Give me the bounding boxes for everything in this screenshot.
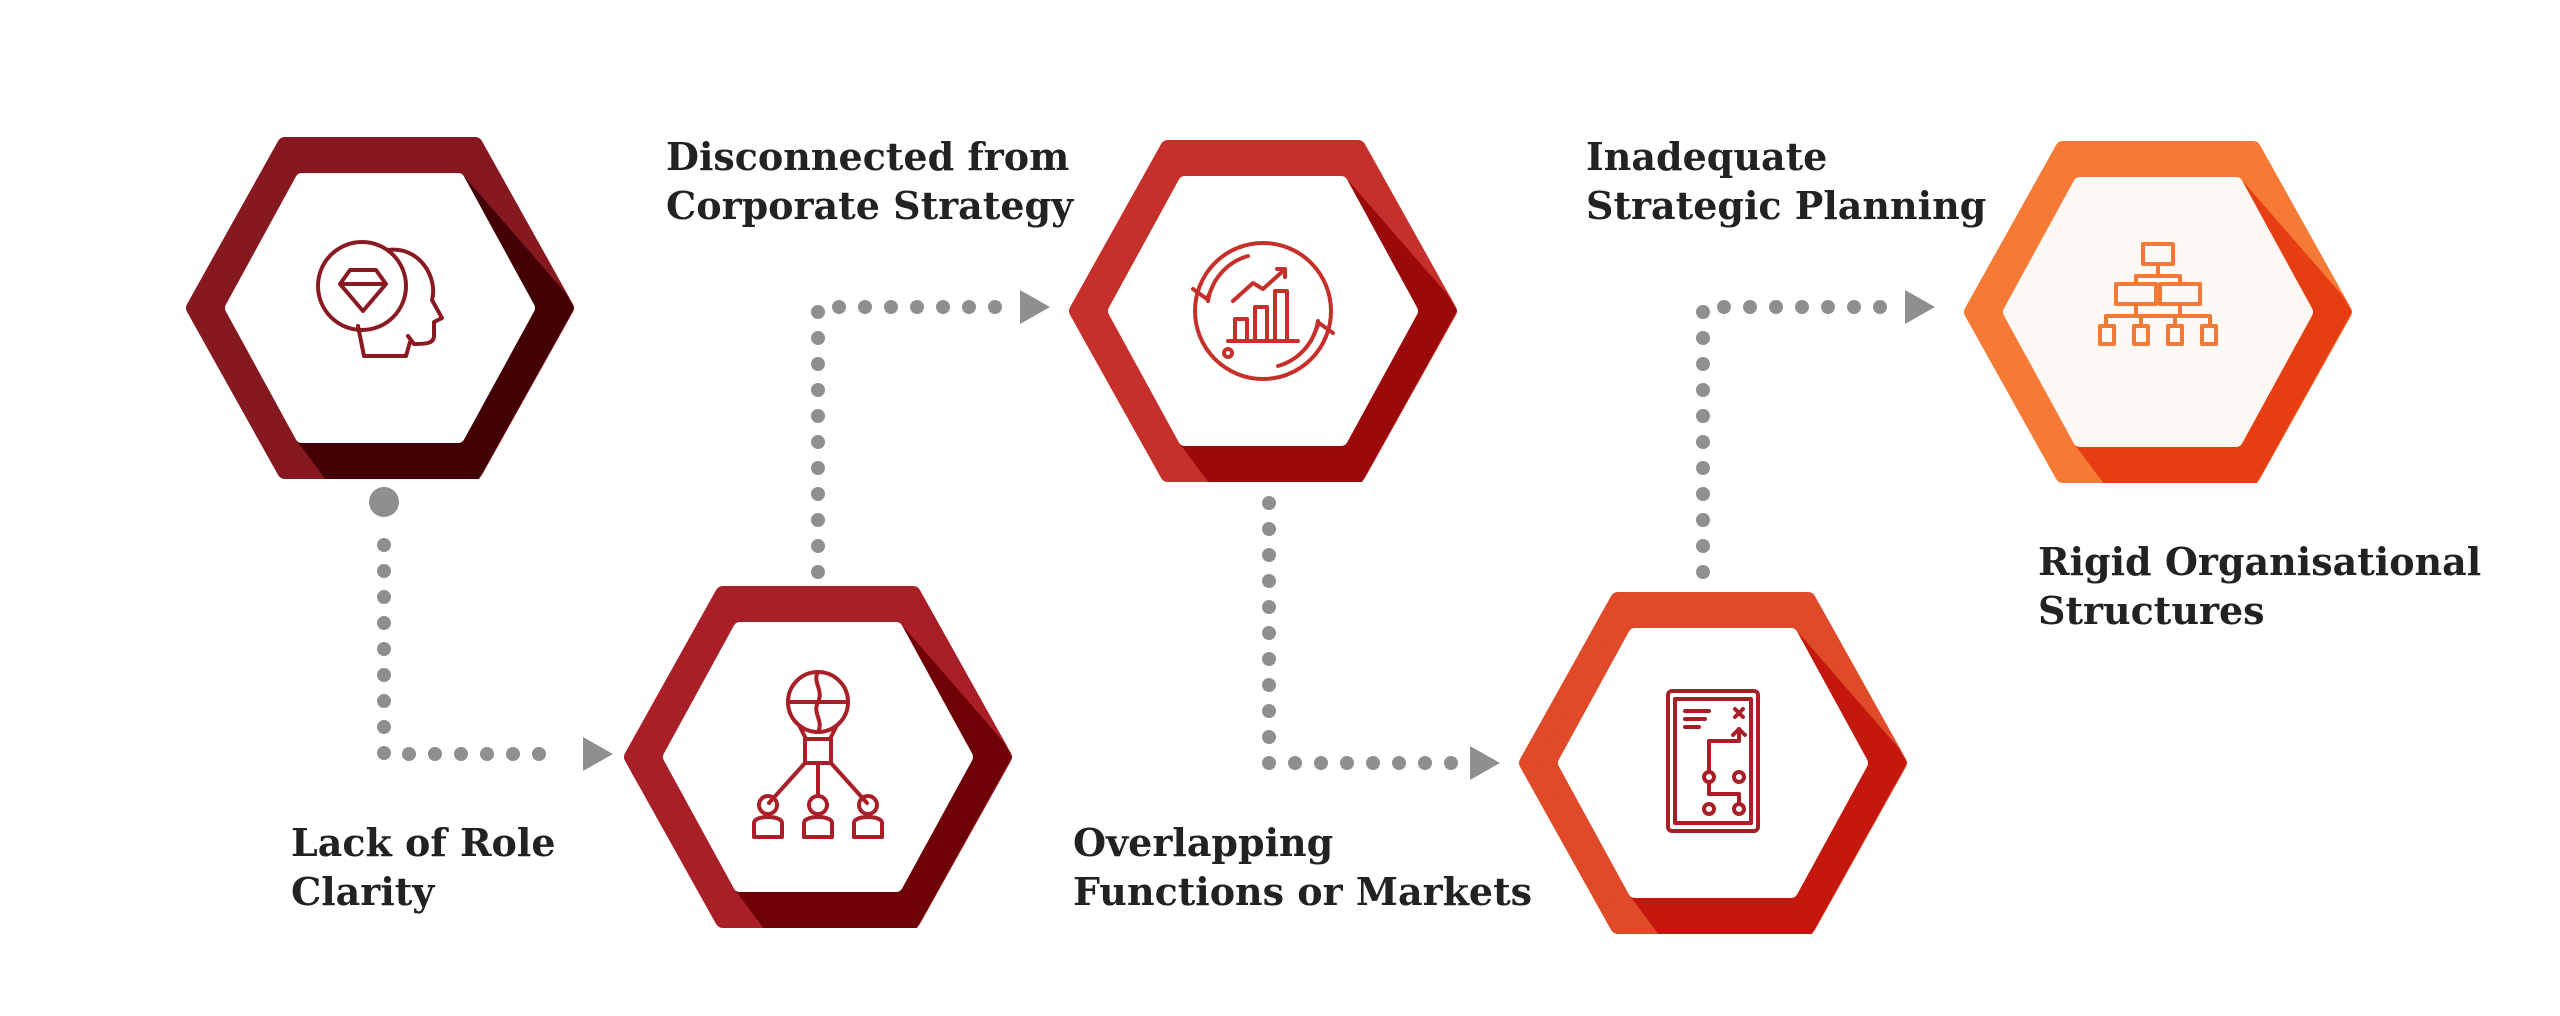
label-line: Overlapping xyxy=(1073,820,1334,865)
label-line: Strategic Planning xyxy=(1586,183,1987,228)
hexagon-inner xyxy=(1108,176,1418,446)
step-label-overlapping: Overlapping Functions or Markets xyxy=(1073,818,1532,916)
label-line: Functions or Markets xyxy=(1073,869,1533,914)
connector-3 xyxy=(1262,496,1459,770)
connector-2 xyxy=(811,300,1009,579)
strategy-plan-icon xyxy=(1666,689,1760,833)
step-label-rigid-structures: Rigid Organisational Structures xyxy=(2038,537,2481,635)
label-line: Corporate Strategy xyxy=(666,183,1074,228)
arrow-3-icon xyxy=(1470,746,1500,780)
hexagon-rigid-organisational-structures xyxy=(1964,141,2352,483)
label-line: Structures xyxy=(2038,588,2265,633)
org-chart-icon xyxy=(2098,242,2218,346)
arrow-1-icon xyxy=(583,737,613,771)
growth-chart-cycle-icon xyxy=(1191,241,1335,381)
label-line: Lack of Role xyxy=(291,820,556,865)
step-label-inadequate-planning: Inadequate Strategic Planning xyxy=(1586,132,1986,230)
label-line: Clarity xyxy=(291,869,435,914)
hexagon-inner xyxy=(663,622,973,892)
connector-4 xyxy=(1696,300,1892,579)
hexagon-disconnected-from-corporate-strategy xyxy=(624,586,1012,928)
connector-start-dot xyxy=(369,487,399,517)
step-label-lack-of-role-clarity: Lack of Role Clarity xyxy=(291,818,556,916)
arrow-2-icon xyxy=(1020,290,1050,324)
hexagon-inner xyxy=(225,173,535,443)
hexagon-inadequate-strategic-planning xyxy=(1519,592,1907,934)
connectors xyxy=(369,290,1935,780)
hexagon-lack-of-role-clarity xyxy=(186,137,574,479)
connector-1 xyxy=(377,538,572,761)
arrow-4-icon xyxy=(1905,290,1935,324)
head-diamond-icon xyxy=(316,240,444,358)
hexagon-inner xyxy=(2003,177,2313,447)
label-line: Disconnected from xyxy=(666,134,1070,179)
label-line: Rigid Organisational xyxy=(2038,539,2482,584)
lightbulb-team-icon xyxy=(752,670,884,839)
hexagon-inner xyxy=(1558,628,1868,898)
hexagon-overlapping-functions xyxy=(1069,140,1457,482)
label-line: Inadequate xyxy=(1586,134,1828,179)
step-label-disconnected: Disconnected from Corporate Strategy xyxy=(666,132,1073,230)
